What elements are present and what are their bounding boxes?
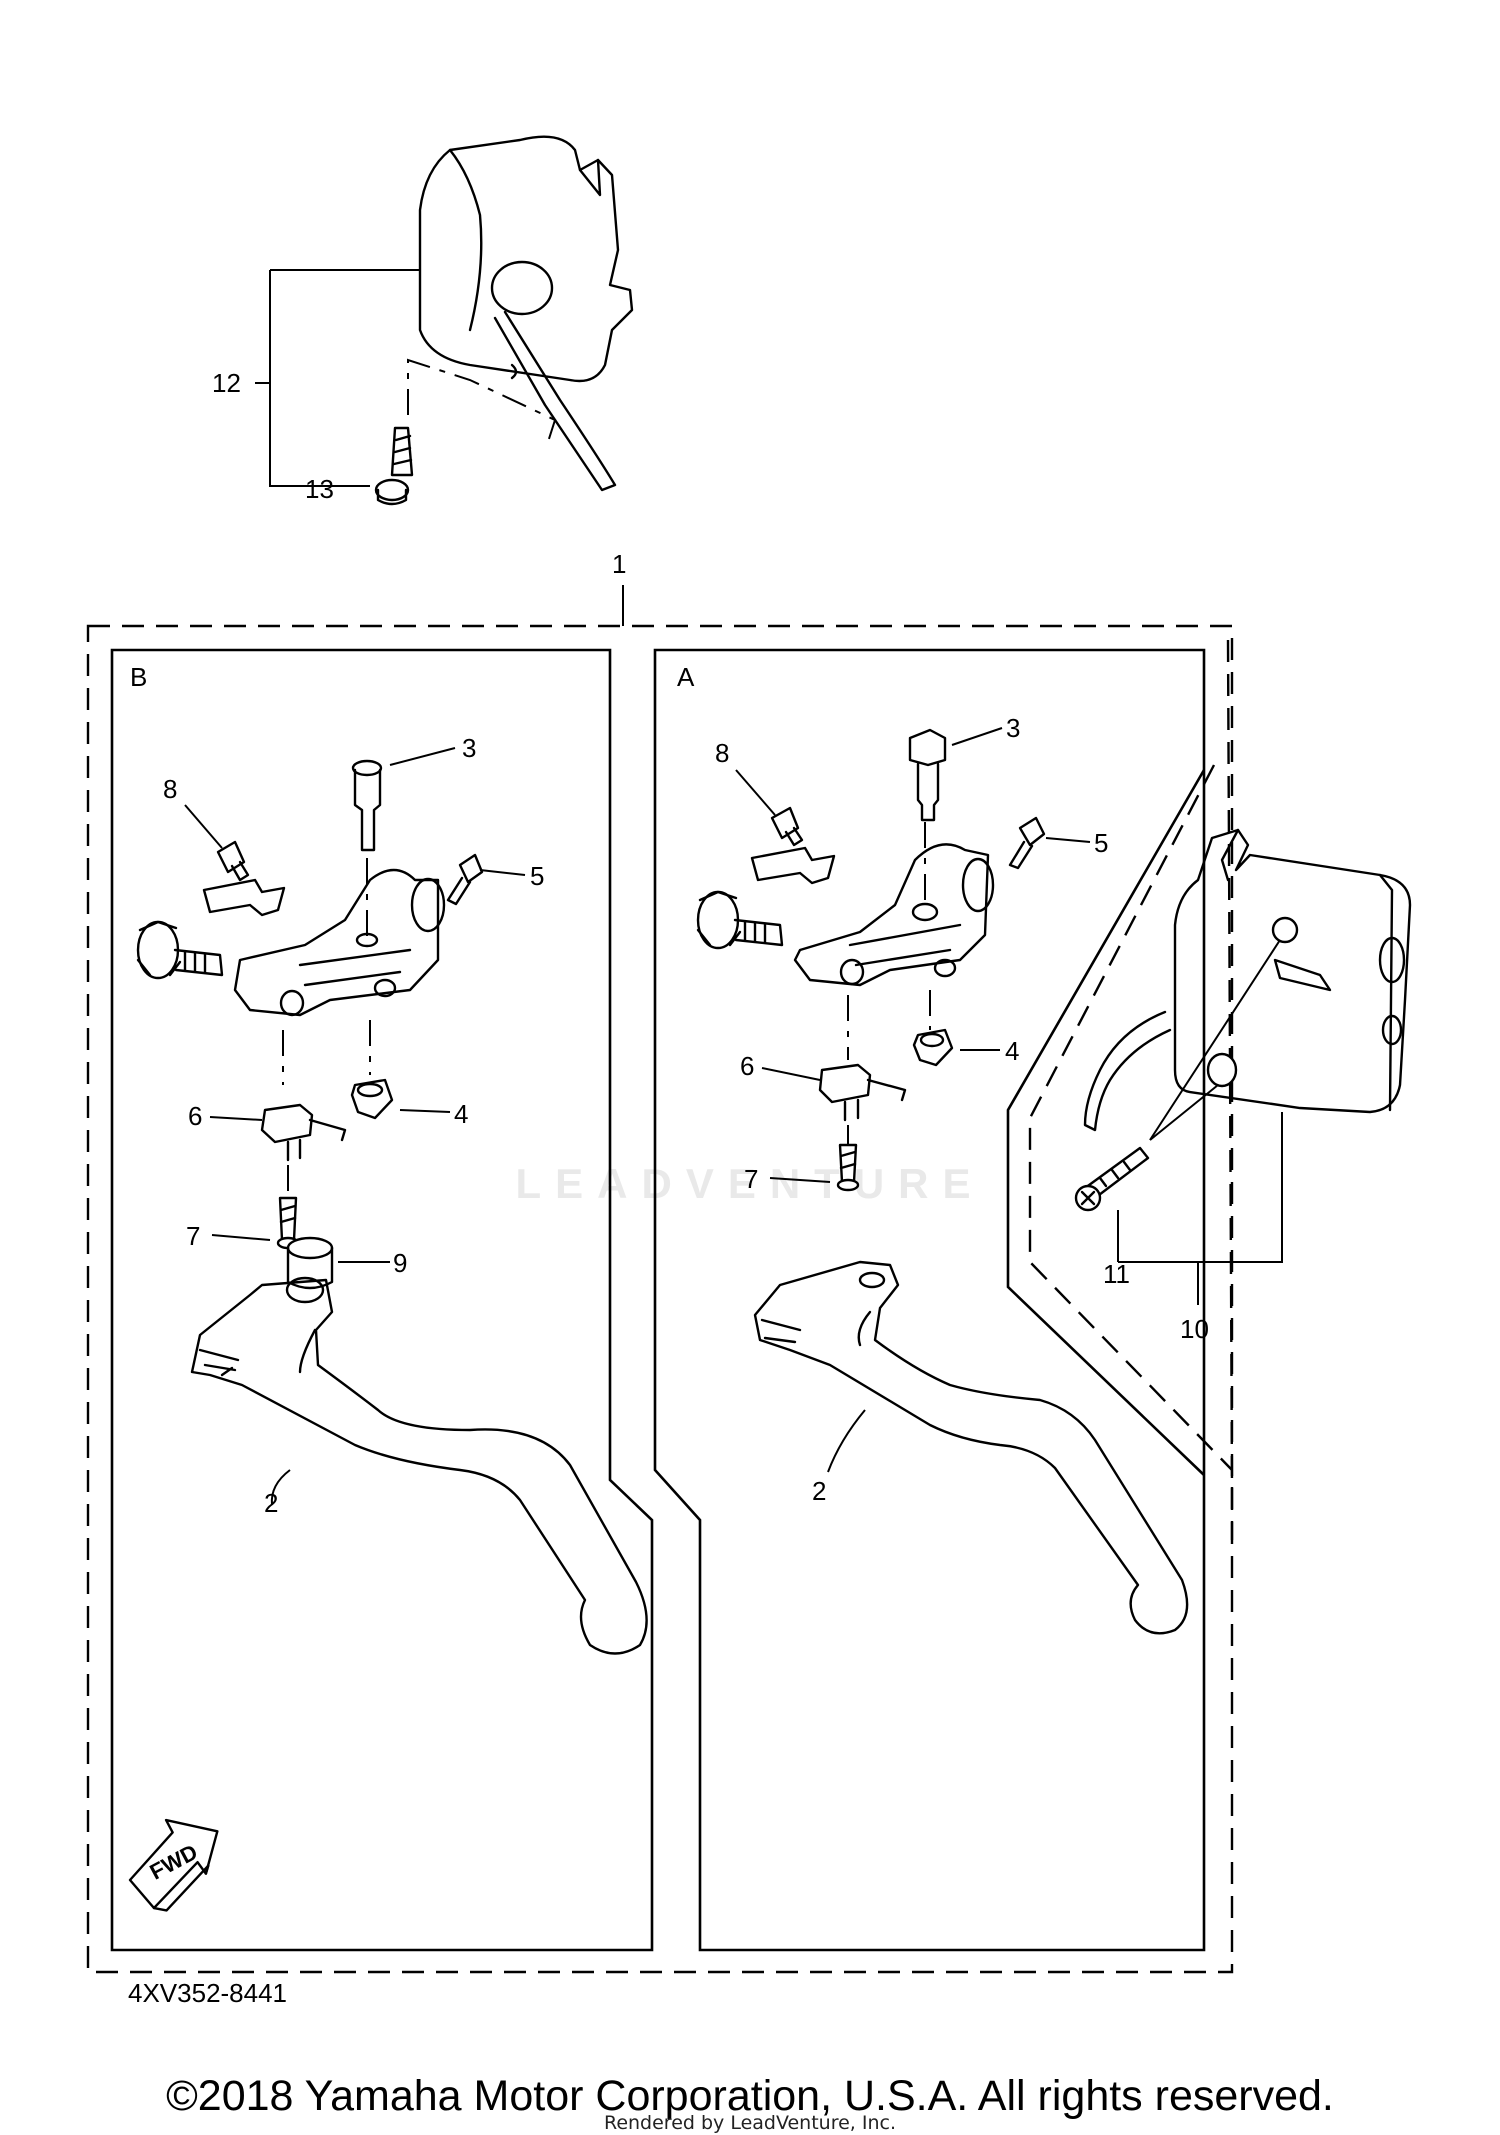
- callout-c10: 10: [1180, 1314, 1209, 1344]
- panel-a-frame: [653, 648, 1206, 1952]
- callout-a7: 7: [744, 1164, 758, 1194]
- panel-b-label: B: [130, 662, 147, 692]
- screw-13: [374, 426, 414, 506]
- callout-b5: 5: [530, 861, 544, 891]
- fwd-arrow-icon: FWD: [128, 1818, 219, 1912]
- callout-12: 12: [212, 368, 241, 398]
- panel-b-parts: 3 8 5 4 6: [136, 733, 648, 1655]
- callout-1: 1: [612, 549, 626, 579]
- panel-a-parts: 3 8 5 4 6: [696, 713, 1189, 1635]
- callout-a3: 3: [1006, 713, 1020, 743]
- callout-a5: 5: [1094, 828, 1108, 858]
- callout-a4: 4: [1005, 1036, 1019, 1066]
- callout-c11: 11: [1103, 1259, 1130, 1289]
- callout-a2: 2: [812, 1476, 826, 1506]
- switch-housing-10: [1083, 828, 1412, 1132]
- callout-a6: 6: [740, 1051, 754, 1081]
- watermark: LEADVENTURE: [515, 1160, 985, 1207]
- callout-b3: 3: [462, 733, 476, 763]
- switch-housing-12: [418, 135, 634, 492]
- panel-b-frame: [110, 648, 654, 1952]
- screw-11: [1074, 1146, 1150, 1212]
- callout-b4: 4: [454, 1099, 468, 1129]
- callout-b2: 2: [264, 1488, 278, 1518]
- callout-b7: 7: [186, 1221, 200, 1251]
- rendered-by: Rendered by LeadVenture, Inc.: [603, 2112, 897, 2134]
- callout-13: 13: [305, 474, 334, 504]
- callout-b6: 6: [188, 1101, 202, 1131]
- callout-a8: 8: [715, 738, 729, 768]
- panel-a-label: A: [677, 662, 695, 692]
- callout-b9: 9: [393, 1248, 407, 1278]
- copyright: ©2018 Yamaha Motor Corporation, U.S.A. A…: [166, 2072, 1334, 2120]
- callout-b8: 8: [163, 774, 177, 804]
- diagram-code: 4XV352-8441: [128, 1978, 288, 2008]
